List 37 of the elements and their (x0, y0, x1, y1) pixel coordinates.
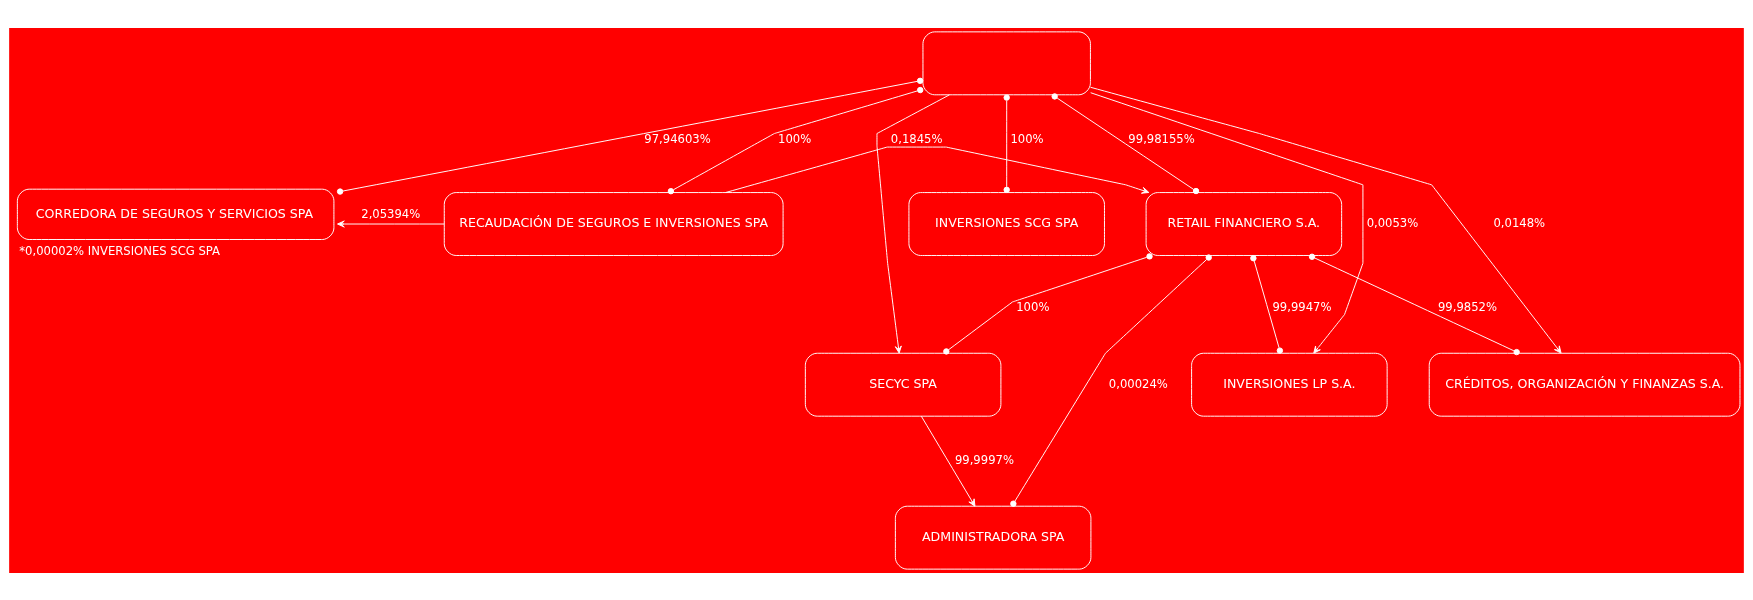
node-box: SECYC SPA (804, 352, 1002, 417)
node-box: RECAUDACIÓN DE SEGUROS E INVERSIONES SPA (443, 191, 784, 256)
edge-label: 100% (778, 131, 812, 146)
node-box: CRÉDITOS, ORGANIZACIÓN Y FINANZAS S.A. (1428, 352, 1741, 417)
arrow (337, 220, 445, 228)
arrow (876, 93, 950, 353)
edge-label: 2,05394% (361, 206, 421, 221)
connector (943, 252, 1153, 355)
arrow (725, 146, 1150, 194)
edge-label: 0,1845% (890, 131, 943, 146)
arrow (920, 415, 976, 507)
node-box: INVERSIONES SCG SPA (908, 191, 1105, 256)
edge-label: 0,00024% (1108, 376, 1168, 391)
connector (1250, 254, 1284, 354)
edge-label: 99,98155% (1128, 131, 1195, 146)
edge-label: 99,9947% (1272, 299, 1332, 314)
connector (667, 86, 924, 194)
arrow (1090, 86, 1562, 354)
node-box: RETAIL FINANCIERO S.A. (1145, 191, 1343, 256)
node-box: ADMINISTRADORA SPA (894, 505, 1092, 570)
edge-label: 0,0148% (1493, 215, 1546, 230)
connector (336, 77, 924, 195)
edge-label: 100% (1016, 299, 1050, 314)
edge-label: 100% (1010, 131, 1044, 146)
node-box: INVERSIONES LP S.A. (1191, 352, 1388, 417)
connector (1010, 253, 1212, 507)
edge-label: 0,0053% (1366, 215, 1419, 230)
connector (1051, 92, 1200, 194)
connector (1308, 253, 1520, 355)
edge-label: 99,9852% (1437, 299, 1497, 314)
node-box (922, 30, 1091, 95)
node-label: *0,00002% INVERSIONES SCG SPA (19, 243, 221, 258)
node-box: CORREDORA DE SEGUROS Y SERVICIOS SPA (16, 188, 335, 240)
connector (1003, 93, 1010, 193)
arrow (1090, 91, 1364, 354)
edge-label: 99,9997% (954, 452, 1014, 467)
edge-label: 97,94603% (644, 131, 711, 146)
